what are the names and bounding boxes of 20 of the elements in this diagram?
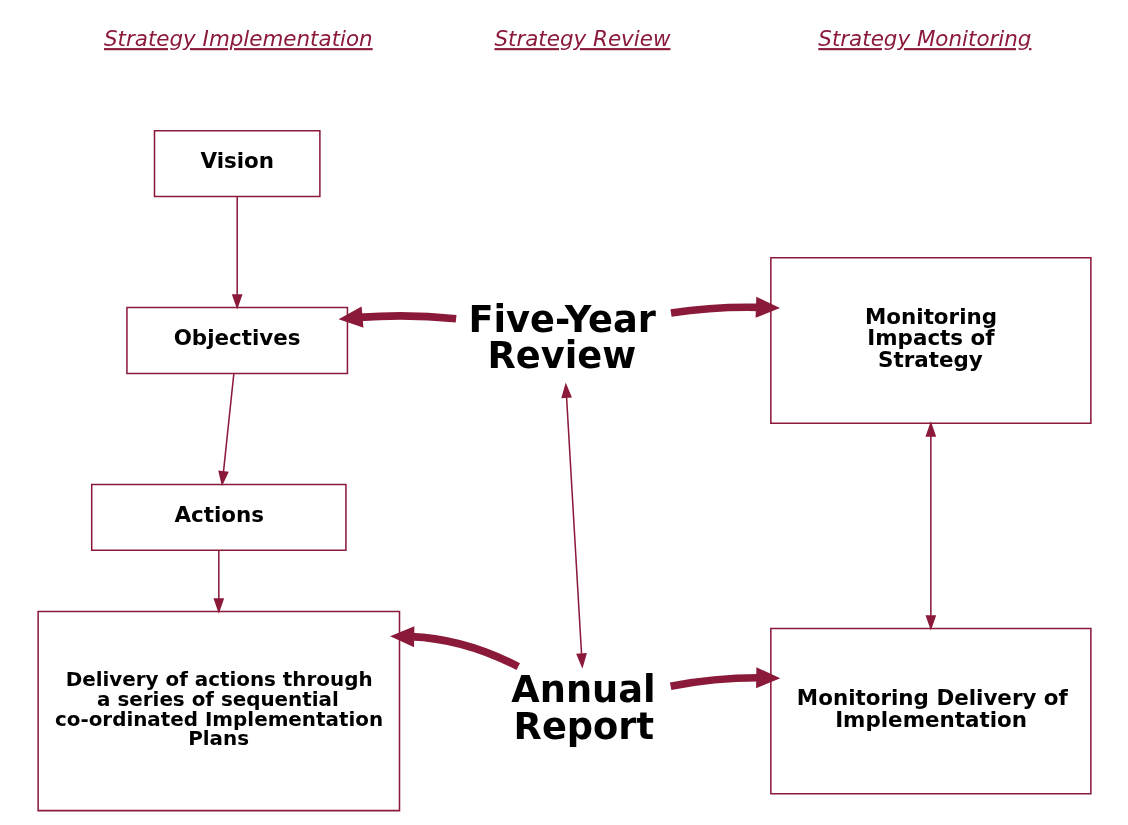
node-box: Delivery of actions through a series of sequential co-ordinated Implementation Plans	[36, 610, 400, 812]
node-text: Annual Report	[510, 668, 656, 748]
node-box: Objectives	[125, 306, 348, 375]
arrow	[338, 306, 456, 328]
arrow	[231, 195, 243, 310]
arrow	[925, 421, 936, 631]
arrow	[217, 372, 235, 487]
arrow	[560, 382, 587, 669]
node-box: Monitoring Delivery of Implementation	[769, 627, 1092, 795]
arrow	[212, 549, 224, 614]
label: Strategy Implementation	[103, 26, 373, 52]
node-box: Vision	[153, 130, 321, 198]
node-box: Actions	[90, 483, 347, 552]
node-text: Five-Year Review	[467, 297, 656, 378]
node-box: Monitoring Impacts of Strategy	[769, 257, 1092, 424]
arrow	[669, 667, 780, 690]
label: Strategy Monitoring	[817, 26, 1031, 52]
label: Strategy Review	[493, 26, 670, 52]
arrow	[669, 296, 780, 318]
arrow	[389, 626, 520, 671]
